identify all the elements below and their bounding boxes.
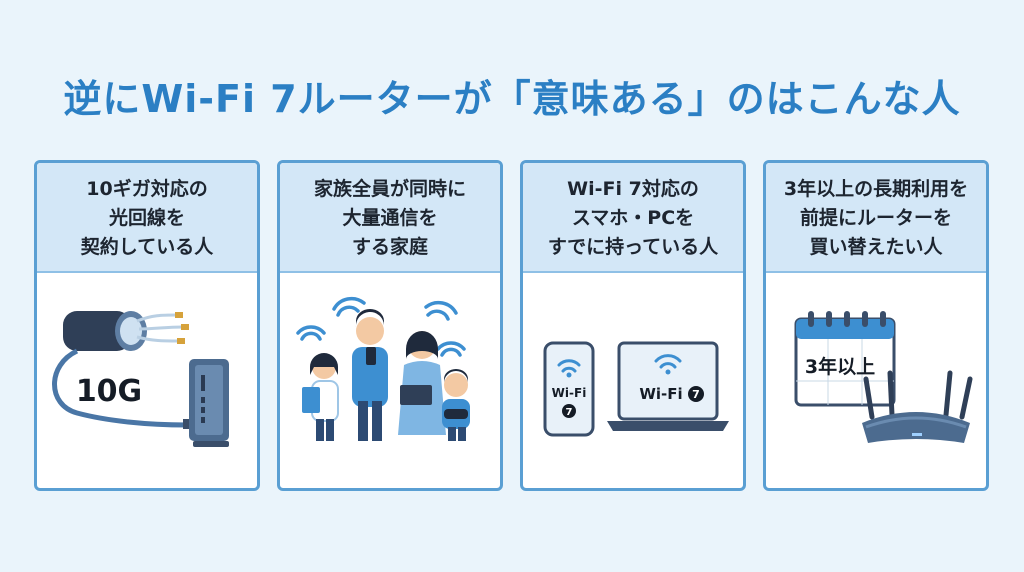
card-grid: 10ギガ対応の 光回線を 契約している人 10G — [34, 160, 990, 491]
card-header: 3年以上の長期利用を 前提にルーターを 買い替えたい人 — [766, 163, 986, 273]
laptop-wifi7-badge: 7 — [692, 388, 700, 401]
card-header-line: 買い替えたい人 — [809, 235, 943, 258]
laptop-wifi-label: Wi-Fi — [639, 385, 682, 403]
phone-wifi-label: Wi-Fi — [552, 386, 587, 400]
card-header: 10ギガ対応の 光回線を 契約している人 — [37, 163, 257, 273]
card-header-line: 契約している人 — [80, 235, 214, 258]
card-family-usage: 家族全員が同時に 大量通信を する家庭 — [277, 160, 503, 491]
calendar-3years-label: 3年以上 — [805, 355, 875, 378]
card-header-line: 10ギガ対応の — [86, 177, 208, 200]
card-header-line: する家庭 — [351, 235, 428, 258]
fiber-cable-and-onu-icon: 10G — [52, 311, 229, 447]
card-header-line: 前提にルーターを — [799, 206, 952, 229]
card-header-line: Wi-Fi 7対応の — [567, 177, 699, 200]
smartphone-and-laptop-icon: Wi-Fi 7 Wi-Fi 7 — [543, 341, 729, 437]
card-wifi7-devices: Wi-Fi 7対応の スマホ・PCを すでに持っている人 Wi-Fi 7 Wi-… — [520, 160, 746, 491]
card-header-line: 3年以上の長期利用を — [783, 177, 969, 200]
calendar-and-router-icon: 3年以上 — [794, 311, 973, 443]
family-with-devices-icon — [296, 296, 470, 441]
phone-wifi7-badge: 7 — [566, 407, 573, 418]
card-header-line: 光回線を — [108, 206, 185, 229]
page-title: 逆にWi-Fi 7ルーターが「意味ある」のはこんな人 — [63, 77, 961, 121]
card-header-line: スマホ・PCを — [571, 206, 695, 229]
card-header: 家族全員が同時に 大量通信を する家庭 — [280, 163, 500, 273]
badge-10g-label: 10G — [76, 374, 142, 409]
card-long-term-use: 3年以上の長期利用を 前提にルーターを 買い替えたい人 3年以上 — [763, 160, 989, 491]
card-header-line: 家族全員が同時に — [313, 177, 466, 200]
card-header-line: すでに持っている人 — [547, 235, 719, 258]
card-header: Wi-Fi 7対応の スマホ・PCを すでに持っている人 — [523, 163, 743, 273]
card-10g-fiber: 10ギガ対応の 光回線を 契約している人 10G — [34, 160, 260, 491]
card-header-line: 大量通信を — [342, 206, 438, 229]
